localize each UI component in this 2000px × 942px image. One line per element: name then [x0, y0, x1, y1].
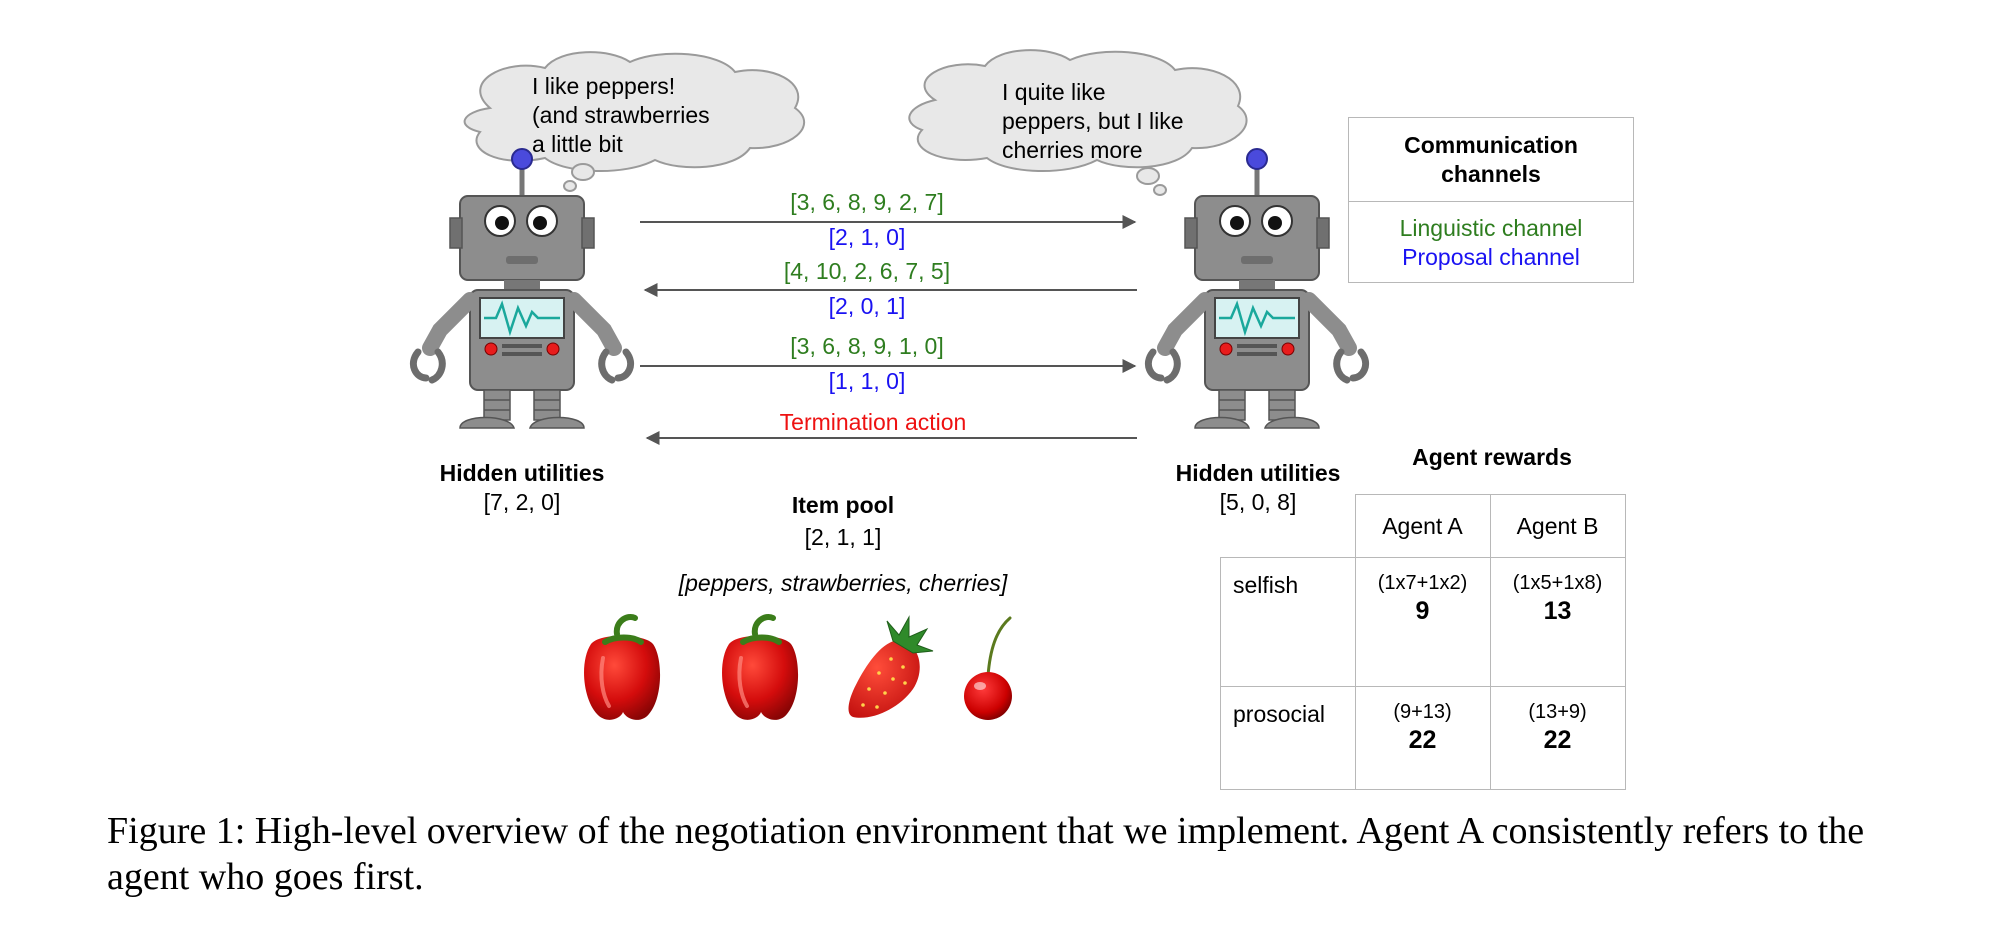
- thought-bubble-a: [463, 51, 806, 192]
- robot-b-icon: [1145, 148, 1369, 429]
- hidden-utilities-b-label: Hidden utilities: [1175, 460, 1341, 486]
- figure-caption: Figure 1: High-level overview of the neg…: [107, 810, 1865, 898]
- thought-line: a little bit: [532, 131, 623, 157]
- message-3-linguistic: [3, 6, 8, 9, 1, 0]: [790, 333, 944, 359]
- cell-prosocial-b: (13+9) 22: [1489, 686, 1626, 790]
- thought-line: cherries more: [1002, 137, 1143, 163]
- thought-line: peppers, but I like: [1002, 108, 1184, 134]
- thought-text-b: I quite like peppers, but I like cherrie…: [1002, 78, 1184, 165]
- legend-proposal: Proposal channel: [1402, 244, 1580, 270]
- reward-total: 22: [1543, 726, 1572, 754]
- col-header-agent-a: Agent A: [1354, 494, 1491, 558]
- robot-a-icon: [410, 148, 634, 429]
- thought-bubble-b: [908, 49, 1248, 196]
- thought-line: I quite like: [1002, 79, 1106, 105]
- reward-total: 22: [1408, 726, 1437, 754]
- reward-formula: (1x5+1x8): [1512, 572, 1603, 594]
- thought-text-a: I like peppers! (and strawberries a litt…: [532, 72, 710, 159]
- legend-title: Communication channels: [1349, 118, 1633, 202]
- thought-line: I like peppers!: [532, 73, 676, 99]
- table-row: selfish (1x7+1x2) 9 (1x5+1x8) 13: [1220, 557, 1626, 687]
- pepper-icon: [584, 614, 661, 720]
- termination-action: Termination action: [779, 409, 967, 435]
- cherry-icon: [964, 616, 1012, 720]
- item-pool-items: [peppers, strawberries, cherries]: [678, 570, 1008, 596]
- cell-selfish-b: (1x5+1x8) 13: [1489, 557, 1626, 687]
- reward-total: 13: [1543, 597, 1572, 625]
- agent-rewards-title: Agent rewards: [1412, 444, 1572, 470]
- reward-total: 9: [1415, 597, 1430, 625]
- cell-prosocial-a: (9+13) 22: [1354, 686, 1491, 790]
- agent-rewards-table: Agent A Agent B selfish (1x7+1x2) 9 (1x5…: [1220, 494, 1626, 790]
- pepper-icon: [722, 614, 799, 720]
- thought-line: (and strawberries: [532, 102, 710, 128]
- reward-formula: (13+9): [1528, 701, 1587, 723]
- cell-selfish-a: (1x7+1x2) 9: [1354, 557, 1491, 687]
- message-2-proposal: [2, 0, 1]: [828, 293, 906, 319]
- message-1-proposal: [2, 1, 0]: [828, 224, 906, 250]
- message-1-linguistic: [3, 6, 8, 9, 2, 7]: [790, 189, 944, 215]
- item-pool-title: Item pool: [791, 492, 895, 518]
- reward-formula: (9+13): [1393, 701, 1452, 723]
- legend-linguistic: Linguistic channel: [1399, 215, 1583, 241]
- channel-legend: Communication channels Linguistic channe…: [1348, 117, 1634, 283]
- table-row: Agent A Agent B: [1220, 494, 1626, 558]
- row-label-selfish: selfish: [1220, 557, 1356, 687]
- message-3-proposal: [1, 1, 0]: [828, 368, 906, 394]
- table-row: prosocial (9+13) 22 (13+9) 22: [1220, 686, 1626, 790]
- col-header-agent-b: Agent B: [1489, 494, 1626, 558]
- message-2-linguistic: [4, 10, 2, 6, 7, 5]: [783, 258, 951, 284]
- strawberry-icon: [848, 615, 934, 718]
- table-corner: [1220, 494, 1356, 558]
- row-label-prosocial: prosocial: [1220, 686, 1356, 790]
- reward-formula: (1x7+1x2): [1377, 572, 1468, 594]
- hidden-utilities-a-value: [7, 2, 0]: [483, 489, 561, 515]
- item-pool-value: [2, 1, 1]: [804, 524, 882, 550]
- hidden-utilities-a-label: Hidden utilities: [439, 460, 605, 486]
